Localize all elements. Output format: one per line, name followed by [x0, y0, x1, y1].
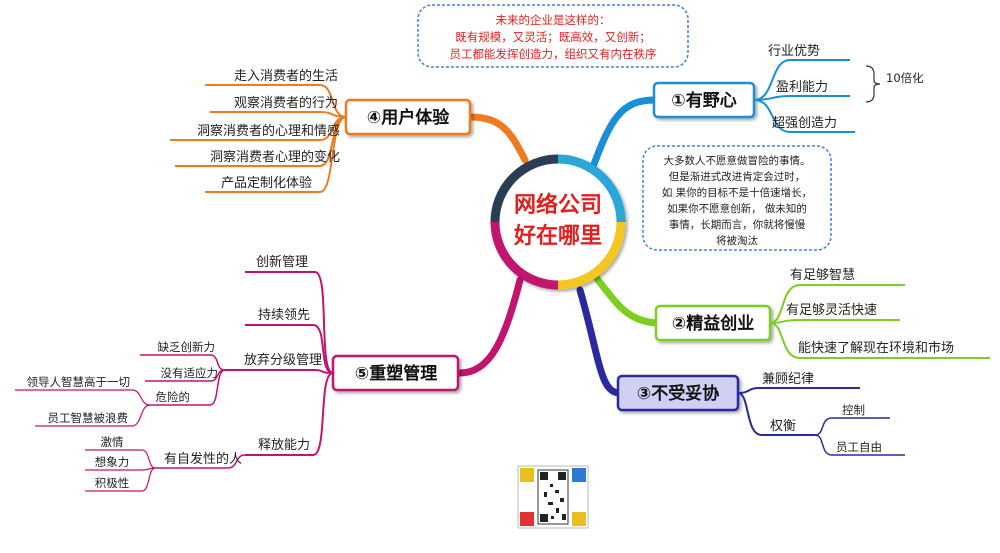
b5-spontaneous-sub: 激情 [101, 435, 124, 449]
b5-item: 放弃分级管理 [244, 353, 322, 368]
b1-item: 超强创造力 [772, 116, 837, 131]
callout-top-line2: 既有规模，又灵活；既高效，又创新； [455, 30, 651, 44]
callout-right-line: 如 果你的目标不是十倍速增长， [662, 186, 812, 199]
brace [865, 65, 881, 103]
b5-abandon-sub: 没有适应力 [161, 366, 219, 380]
center-title-line1: 网络公司 [514, 192, 602, 218]
connector-b5 [456, 276, 524, 377]
b5-item: 释放能力 [258, 438, 310, 453]
connector-b2 [586, 266, 664, 327]
b5-release-sub: 有自发性的人 [164, 451, 242, 467]
connector-b1 [586, 96, 659, 179]
qr-code-image [517, 465, 589, 529]
b3-sub: 控制 [842, 403, 865, 417]
b5-abandon-sub: 危险的 [156, 390, 191, 404]
b5-spontaneous-sub: 想象力 [95, 455, 130, 469]
b4-item: 洞察消费者心理的变化 [210, 149, 340, 165]
b3-item: 权衡 [770, 418, 796, 434]
b1-item: 行业优势 [768, 43, 820, 59]
b4-item: 走入消费者的生活 [234, 68, 338, 84]
b2-item: 有足够智慧 [790, 267, 855, 283]
callout-right-line: 如果你不愿意创新， 做未知的 [667, 202, 807, 215]
b5-abandon-sub: 缺乏创新力 [158, 340, 216, 354]
center-title-line2: 好在哪里 [513, 223, 602, 249]
b5-danger-sub: 员工智慧被浪费 [48, 411, 129, 425]
b5-danger-sub: 领导人智慧高于一切 [27, 375, 131, 389]
callout-top-line3: 员工都能发挥创造力，组织又有内在秩序 [450, 47, 657, 61]
b4-item: 洞察消费者的心理和情感 [197, 123, 340, 139]
callout-right-line: 大多数人不愿意做冒险的事情。 [664, 154, 811, 167]
branch-b5-label: ⑤重塑管理 [355, 363, 437, 384]
b1-brace-note: 10倍化 [886, 71, 924, 85]
callout-right-line: 事情，长期而言，你就将慢慢 [669, 218, 806, 231]
b3-item: 兼顾纪律 [762, 372, 814, 387]
branch-b3-label: ③不受妥协 [637, 383, 719, 404]
b5-item: 持续领先 [258, 308, 310, 323]
callout-right: 大多数人不愿意做冒险的事情。 但是渐进式改进肯定会过时， 如 果你的目标不是十倍… [642, 145, 832, 251]
b4-item: 观察消费者的行为 [234, 95, 338, 111]
connector-b4 [466, 113, 529, 164]
b4-item: 产品定制化体验 [221, 175, 312, 191]
callout-top: 未来的企业是这样的： 既有规模，又灵活；既高效，又创新； 员工都能发挥创造力，组… [417, 4, 689, 68]
b1-item: 盈利能力 [776, 80, 828, 95]
b5-spontaneous-sub: 积极性 [95, 476, 130, 490]
callout-right-line: 将被淘汰 [716, 234, 758, 247]
b5-item: 创新管理 [256, 254, 308, 270]
branch-b4-label: ④用户体验 [367, 107, 450, 128]
callout-right-line: 但是渐进式改进肯定会过时， [669, 170, 806, 183]
b2-item: 有足够灵活快速 [786, 303, 877, 318]
center-node[interactable] [490, 154, 626, 290]
callout-top-line1: 未来的企业是这样的： [496, 13, 611, 27]
branch-b2-label: ②精益创业 [672, 313, 754, 334]
b2-item: 能快速了解现在环境和市场 [798, 340, 954, 356]
connector-b3 [576, 286, 624, 397]
b3-sub: 员工自由 [836, 440, 882, 454]
branch-b1-label: ①有野心 [671, 90, 736, 111]
